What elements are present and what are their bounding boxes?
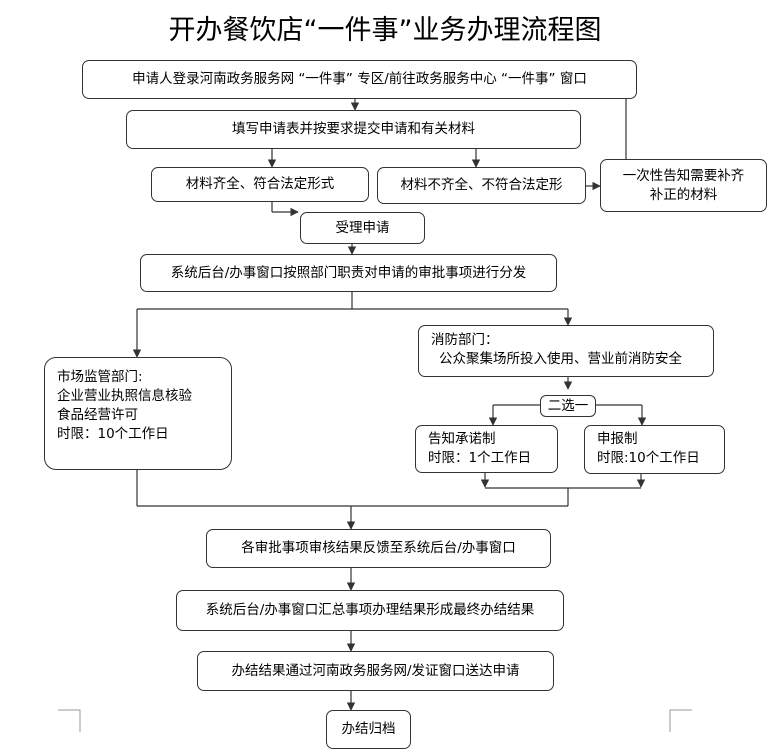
notify-line-1: 一次性告知需要补齐 xyxy=(622,167,745,184)
step-report: 申报制 时限:10个工作日 xyxy=(584,425,725,474)
step-fire-dept: 消防部门： 公众聚集场所投入使用、营业前消防安全 xyxy=(418,325,714,377)
step-feedback: 各审批事项审核结果反馈至系统后台/办事窗口 xyxy=(206,529,551,568)
market-line-2: 企业营业执照信息核验 xyxy=(57,388,192,404)
step-archive: 办结归档 xyxy=(326,710,411,749)
market-line-4: 时限：10个工作日 xyxy=(57,426,169,442)
fire-line-1: 消防部门： xyxy=(431,332,499,348)
promise-line-1: 告知承诺制 xyxy=(428,431,496,447)
step-login: 申请人登录河南政务服务网 “一件事” 专区/前往政务服务中心 “一件事” 窗口 xyxy=(82,60,637,99)
report-line-1: 申报制 xyxy=(597,431,638,447)
market-line-1: 市场监管部门: xyxy=(57,369,143,385)
step-deliver: 办结结果通过河南政务服务网/发证窗口送达申请 xyxy=(197,651,554,691)
step-fill: 填写申请表并按要求提交申请和有关材料 xyxy=(126,110,581,149)
page-title: 开办餐饮店“一件事”业务办理流程图 xyxy=(168,15,602,46)
step-distribute: 系统后台/办事窗口按照部门职责对申请的审批事项进行分发 xyxy=(140,254,557,292)
step-incomplete: 材料不齐全、不符合法定形 xyxy=(377,167,586,204)
report-line-2: 时限:10个工作日 xyxy=(597,450,700,466)
step-market-dept: 市场监管部门: 企业营业执照信息核验 食品经营许可 时限：10个工作日 xyxy=(44,357,232,470)
step-summary: 系统后台/办事窗口汇总事项办理结果形成最终办结结果 xyxy=(176,590,564,631)
step-notify: 一次性告知需要补齐 补正的材料 xyxy=(600,159,767,212)
promise-line-2: 时限：1个工作日 xyxy=(428,450,532,466)
fire-line-2: 公众聚集场所投入使用、营业前消防安全 xyxy=(439,351,682,367)
corner-mark-left xyxy=(58,709,81,732)
corner-mark-right xyxy=(669,709,692,732)
notify-line-2: 补正的材料 xyxy=(649,186,718,203)
market-line-3: 食品经营许可 xyxy=(57,407,138,423)
step-promise: 告知承诺制 时限：1个工作日 xyxy=(415,425,558,473)
step-accept: 受理申请 xyxy=(300,212,425,244)
step-complete: 材料齐全、符合法定形式 xyxy=(151,167,369,202)
choose-one-label: 二选一 xyxy=(540,395,596,417)
